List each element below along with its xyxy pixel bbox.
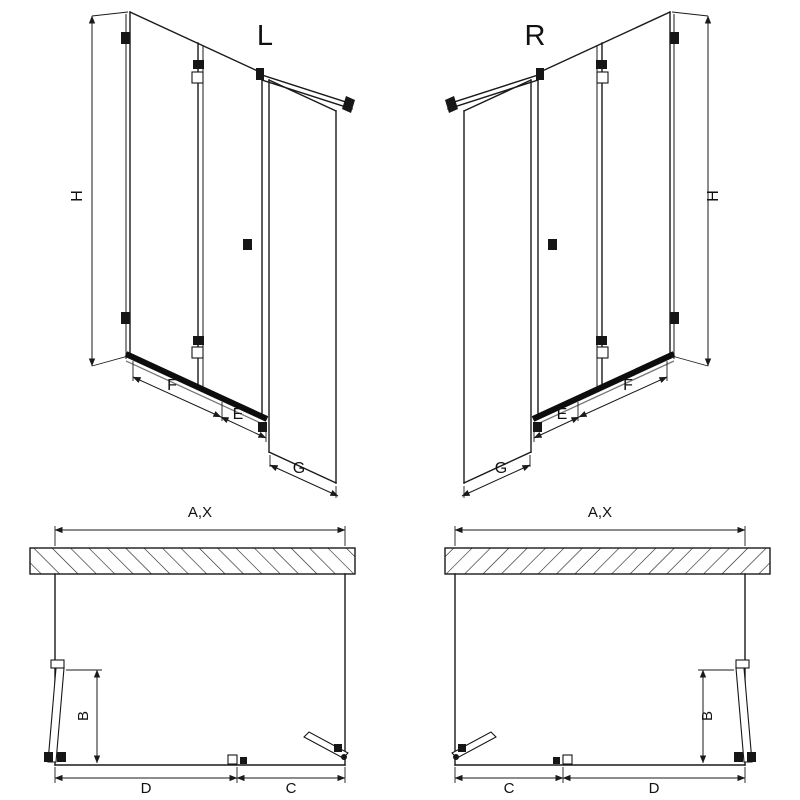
dim-label-g: G	[495, 460, 507, 477]
dim-label-d: D	[141, 780, 152, 797]
dim-label-f: F	[623, 377, 633, 394]
plan-drawing	[445, 526, 770, 783]
dim-label-ax: A,X	[188, 504, 212, 521]
iso-drawing	[92, 12, 355, 498]
dim-label-b: B	[75, 711, 92, 721]
dim-label-c: C	[504, 780, 515, 797]
dim-label-f: F	[167, 377, 177, 394]
dim-label-b: B	[699, 711, 716, 721]
dim-label-e: E	[233, 406, 244, 423]
variant-label-left: L	[257, 20, 273, 52]
variant-label-right: R	[525, 20, 546, 52]
dim-label-d: D	[649, 780, 660, 797]
dim-label-g: G	[293, 460, 305, 477]
plan-right-view: A,X B C D	[445, 504, 770, 797]
dim-label-h: H	[69, 190, 86, 202]
iso-drawing	[445, 12, 708, 498]
plan-left-view: A,X B D C	[30, 504, 355, 797]
iso-left-view: L H F E G	[69, 12, 355, 498]
plan-drawing	[30, 526, 355, 783]
dim-label-c: C	[286, 780, 297, 797]
iso-right-view: R H F E G	[445, 12, 722, 498]
dim-label-h: H	[705, 190, 722, 202]
dim-label-ax: A,X	[588, 504, 612, 521]
dim-label-e: E	[557, 406, 568, 423]
